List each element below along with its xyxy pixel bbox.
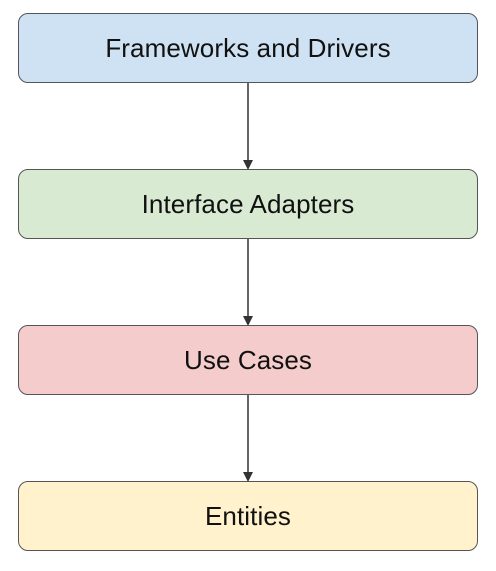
- layer-box-interface-adapters: Interface Adapters: [18, 169, 478, 239]
- layer-label: Use Cases: [183, 344, 313, 375]
- layer-label: Frameworks and Drivers: [105, 32, 391, 63]
- layer-box-frameworks-and-drivers: Frameworks and Drivers: [18, 13, 478, 83]
- layer-box-use-cases: Use Cases: [18, 325, 478, 395]
- layer-label: Entities: [204, 500, 292, 531]
- layer-box-entities: Entities: [18, 481, 478, 551]
- layer-label: Interface Adapters: [141, 188, 355, 219]
